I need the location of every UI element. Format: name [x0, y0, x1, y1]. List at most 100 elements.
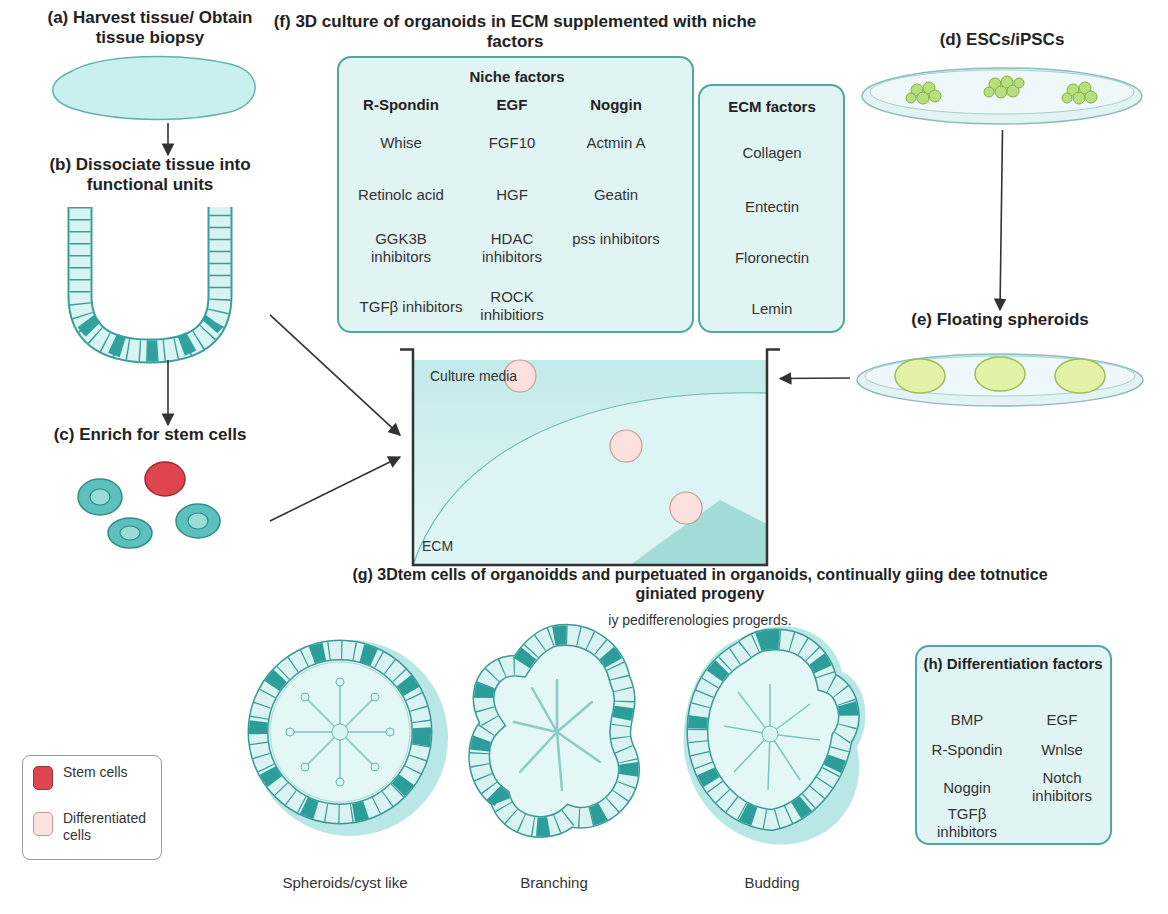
budding-organoid	[672, 622, 872, 862]
epithelium-outline	[479, 635, 629, 827]
colony-cell	[1085, 91, 1097, 103]
branching-organoid	[462, 622, 647, 862]
stem-cell-band	[479, 635, 629, 827]
spheroid-dish	[850, 346, 1150, 410]
cell-borders	[697, 640, 848, 820]
factor-item: R-Spondin	[346, 96, 456, 114]
legend-text: Differentiated cells	[63, 810, 158, 843]
cell-borders	[258, 650, 422, 814]
spheroid	[895, 359, 945, 393]
culture-media	[413, 360, 767, 565]
lumen-edge	[270, 662, 410, 802]
organoid-halo	[684, 626, 866, 844]
tissue-blob	[30, 54, 270, 126]
section-heading: (f) 3D culture of organoids in ECM suppl…	[250, 12, 780, 52]
step-heading: (c) Enrich for stem cells	[30, 425, 270, 445]
colony-cell	[1014, 78, 1024, 88]
colony-cell	[917, 92, 929, 104]
well-wall	[400, 350, 780, 566]
legend-text: Stem cells	[63, 764, 158, 781]
spheroid-organoid	[240, 622, 450, 862]
colony-cell	[995, 86, 1007, 98]
strand-end	[371, 693, 379, 701]
dish-rim	[870, 70, 1134, 114]
crypt-stem-cells	[86, 321, 214, 351]
spheroid	[1055, 359, 1105, 393]
factor-item: Geatin	[566, 186, 666, 204]
lumen-center	[332, 724, 348, 740]
factor-item: Entectin	[702, 198, 842, 216]
strand-end	[301, 763, 309, 771]
factor-item: TGFβ inhibitors	[341, 298, 481, 316]
organoid-node: Budding	[672, 622, 872, 902]
dish-base	[857, 354, 1143, 406]
colony-cell	[1073, 92, 1085, 104]
strand-end	[286, 728, 294, 736]
cell	[78, 479, 122, 515]
caption-text: (g) 3Dtem cells of organoidds and purpet…	[320, 566, 1080, 604]
factor-item: Noggin	[566, 96, 666, 114]
factor-box: Niche factorsR-SpondinEGFNogginWhiseFGF1…	[337, 56, 694, 333]
well-label: Culture media	[430, 368, 570, 385]
lumen-strands	[514, 680, 600, 790]
factor-item: EGF	[1017, 711, 1107, 729]
epithelium-outline	[697, 640, 848, 820]
factor-item: GGK3B inhibitors	[351, 230, 451, 265]
strand-end	[336, 778, 344, 786]
cell-nucleus	[188, 513, 208, 529]
box-heading: ECM factors	[702, 98, 842, 116]
epithelium-outline	[258, 650, 422, 814]
step-node: (d) ESCs/iPSCs	[855, 30, 1150, 130]
step-heading: (b) Dissociate tissue into functional un…	[30, 155, 270, 195]
factor-item: Lemin	[702, 300, 842, 318]
tissue-shape	[53, 56, 255, 119]
colony-cell	[929, 90, 941, 102]
factor-item: Wnlse	[1017, 741, 1107, 759]
epithelium-cells	[258, 650, 422, 814]
colony-cell	[906, 93, 916, 103]
organoid-lumen	[258, 650, 422, 814]
factor-item: HDAC inhibitors	[462, 230, 562, 265]
organoid-node: Spheroids/cyst like	[240, 622, 450, 902]
factor-item: pss inhibitors	[566, 230, 666, 248]
step-heading: (d) ESCs/iPSCs	[855, 30, 1150, 50]
factor-item: Notch inhibitors	[1017, 769, 1107, 804]
flow-arrow	[780, 377, 850, 379]
factor-item: EGF	[462, 96, 562, 114]
crypt-cells	[80, 207, 220, 351]
cell	[108, 518, 152, 548]
factor-item: ROCK inhibitiors	[462, 288, 562, 323]
step-node: (a) Harvest tissue/ Obtain tissue biopsy	[30, 8, 270, 123]
cell-colony	[906, 76, 1097, 104]
stem-cell-band	[697, 640, 848, 820]
step-heading: (e) Floating spheroids	[850, 310, 1150, 330]
lumen-center	[762, 726, 778, 742]
stem-cell	[145, 462, 185, 496]
well-label: ECM	[422, 538, 482, 555]
dish-rim	[865, 356, 1135, 396]
stem-cells	[30, 455, 270, 550]
organoid-label: Branching	[462, 874, 647, 892]
cell-nucleus	[90, 489, 110, 505]
step-node: (c) Enrich for stem cells	[30, 425, 270, 545]
factor-item: Retinolc acid	[341, 186, 461, 204]
factor-item: TGFβ inhibitors	[922, 805, 1012, 840]
organoid-node: Branching	[462, 622, 647, 902]
epithelium-cells	[479, 635, 629, 827]
box-heading: Niche factors	[367, 68, 667, 86]
factor-item: Noggin	[922, 779, 1012, 797]
cell	[176, 504, 220, 538]
strand-ends	[286, 678, 394, 786]
cell-nucleus	[120, 526, 140, 540]
culture-well-node: Culture mediaECM	[400, 348, 780, 566]
culture-dish	[855, 58, 1150, 130]
legend-box: Stem cellsDifferentiated cells	[22, 755, 162, 860]
strand-end	[371, 763, 379, 771]
cell-borders	[479, 635, 629, 827]
step-heading: (a) Harvest tissue/ Obtain tissue biopsy	[30, 8, 270, 48]
spheroid	[975, 357, 1025, 391]
strand-end	[336, 678, 344, 686]
factor-box: ECM factorsCollagenEntectinFloronectinLe…	[698, 84, 845, 333]
factor-item: Floronectin	[702, 249, 842, 267]
legend-swatch	[33, 812, 53, 836]
